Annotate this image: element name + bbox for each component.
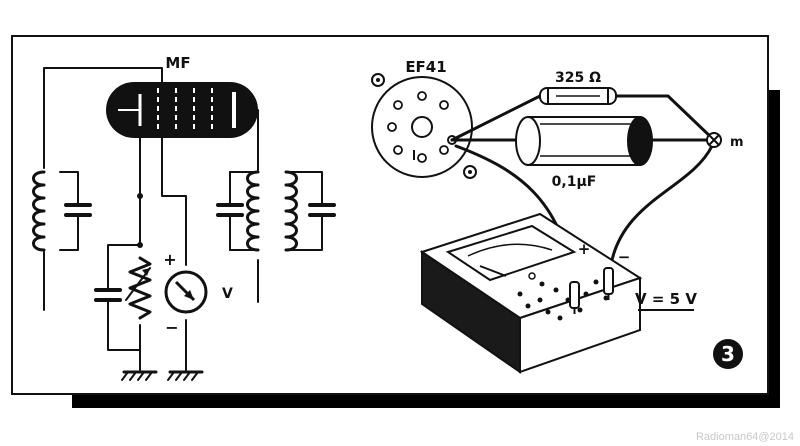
junction-dot <box>137 193 143 199</box>
resistor-label: 325 Ω <box>555 70 601 86</box>
mf-label: MF <box>165 54 190 72</box>
multimeter-icon <box>419 212 643 374</box>
resistor-icon <box>539 87 617 105</box>
capacitor-icon <box>64 203 92 217</box>
probe-icon <box>603 267 614 300</box>
coil-icon <box>246 170 260 252</box>
probe-icon <box>569 281 580 314</box>
tube-symbol-icon <box>106 82 258 138</box>
coil-icon <box>284 170 298 252</box>
meter-plus-sign: + <box>578 240 591 258</box>
plus-sign: + <box>163 250 176 269</box>
figure-number-badge: 3 <box>713 339 743 369</box>
tube-socket-icon <box>371 73 477 179</box>
potentiometer-icon <box>125 256 152 320</box>
pictorial-diagram: EF41 <box>371 58 744 374</box>
capacitor-icon <box>94 288 122 302</box>
ground-icon <box>167 370 204 381</box>
m-label: m <box>730 135 744 150</box>
figure-number: 3 <box>721 342 735 366</box>
schematic-wiring <box>43 67 323 371</box>
watermark: Radioman64@2014 <box>696 431 794 443</box>
capacitor-icon <box>515 116 653 166</box>
coil-icon <box>32 170 46 252</box>
tube-label: EF41 <box>405 58 446 76</box>
reading-label: V = 5 V <box>635 290 697 308</box>
terminal-icon <box>706 132 722 148</box>
meter-minus-sign: − <box>618 248 631 266</box>
schematic-diagram: MF <box>32 54 336 381</box>
capacitor-icon <box>308 203 336 217</box>
capacitor-label: 0,1µF <box>552 174 597 190</box>
minus-sign: − <box>165 318 178 337</box>
voltmeter-icon <box>164 270 208 314</box>
voltmeter-label: V <box>222 286 233 302</box>
ground-icon <box>121 370 158 381</box>
capacitor-icon <box>216 203 244 217</box>
frame-shadow-bottom <box>72 392 780 408</box>
junction-dot <box>137 242 143 248</box>
